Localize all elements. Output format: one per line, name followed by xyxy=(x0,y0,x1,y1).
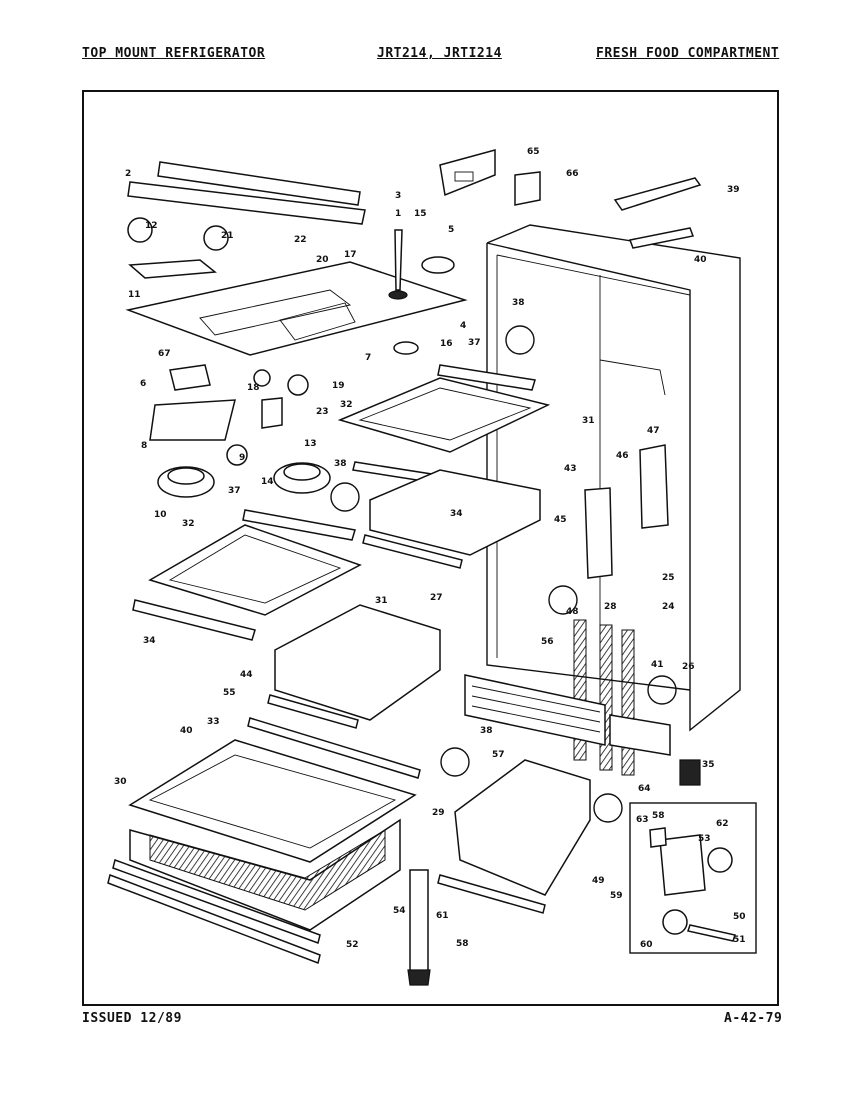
callout-67: 67 xyxy=(158,349,171,359)
callout-40: 40 xyxy=(180,726,193,736)
callout-65: 65 xyxy=(527,147,540,157)
header-model-numbers: JRT214, JRTI214 xyxy=(377,46,502,61)
callout-29: 29 xyxy=(432,808,445,818)
callout-39: 39 xyxy=(727,185,740,195)
callout-28: 28 xyxy=(604,602,617,612)
diagram-frame xyxy=(82,90,779,1006)
callout-21: 21 xyxy=(221,231,234,241)
callout-37: 37 xyxy=(228,486,241,496)
callout-9: 9 xyxy=(239,453,245,463)
callout-34: 34 xyxy=(143,636,156,646)
callout-58: 58 xyxy=(456,939,469,949)
callout-35: 35 xyxy=(702,760,715,770)
callout-66: 66 xyxy=(566,169,579,179)
rails-and-hinges xyxy=(407,444,701,986)
callout-31: 31 xyxy=(375,596,388,606)
callout-17: 17 xyxy=(344,250,357,260)
callout-52: 52 xyxy=(346,940,359,950)
callout-54: 54 xyxy=(393,906,406,916)
callout-63: 63 xyxy=(636,815,649,825)
callout-57: 57 xyxy=(492,750,505,760)
callout-11: 11 xyxy=(128,290,141,300)
callout-47: 47 xyxy=(647,426,660,436)
callout-50: 50 xyxy=(733,912,746,922)
callout-1: 1 xyxy=(395,209,401,219)
callout-53: 53 xyxy=(698,834,711,844)
callout-32: 32 xyxy=(340,400,353,410)
callout-12: 12 xyxy=(145,221,158,231)
callout-18: 18 xyxy=(247,383,260,393)
callout-19: 19 xyxy=(332,381,345,391)
callout-41: 41 xyxy=(651,660,664,670)
callout-40: 40 xyxy=(694,255,707,265)
header-title-left: TOP MOUNT REFRIGERATOR xyxy=(82,46,266,61)
callout-51: 51 xyxy=(733,935,746,945)
callout-3: 3 xyxy=(395,191,401,201)
callout-10: 10 xyxy=(154,510,167,520)
callout-48: 48 xyxy=(566,607,579,617)
callout-14: 14 xyxy=(261,477,274,487)
callout-31: 31 xyxy=(582,416,595,426)
callout-55: 55 xyxy=(223,688,236,698)
callout-15: 15 xyxy=(414,209,427,219)
misc-parts xyxy=(127,149,702,498)
cabinet-liner xyxy=(486,224,741,732)
callout-38: 38 xyxy=(480,726,493,736)
callout-26: 26 xyxy=(682,662,695,672)
callout-25: 25 xyxy=(662,573,675,583)
callout-7: 7 xyxy=(365,353,371,363)
callout-6: 6 xyxy=(140,379,146,389)
header-section-name: FRESH FOOD COMPARTMENT xyxy=(596,46,780,61)
callout-13: 13 xyxy=(304,439,317,449)
callout-5: 5 xyxy=(448,225,454,235)
callout-34: 34 xyxy=(450,509,463,519)
callout-4: 4 xyxy=(460,321,466,331)
callout-45: 45 xyxy=(554,515,567,525)
callout-22: 22 xyxy=(294,235,307,245)
callout-2: 2 xyxy=(125,169,131,179)
callout-44: 44 xyxy=(240,670,253,680)
callout-38: 38 xyxy=(512,298,525,308)
callout-56: 56 xyxy=(541,637,554,647)
callout-46: 46 xyxy=(616,451,629,461)
shelves xyxy=(107,364,551,965)
footer-issue-date: ISSUED 12/89 xyxy=(82,1011,182,1026)
callout-37: 37 xyxy=(468,338,481,348)
callout-64: 64 xyxy=(638,784,651,794)
footer-page-code: A-42-79 xyxy=(724,1011,783,1026)
callout-33: 33 xyxy=(207,717,220,727)
callout-30: 30 xyxy=(114,777,127,787)
callout-23: 23 xyxy=(316,407,329,417)
callout-20: 20 xyxy=(316,255,329,265)
callout-58: 58 xyxy=(652,811,665,821)
callout-32: 32 xyxy=(182,519,195,529)
callout-61: 61 xyxy=(436,911,449,921)
callout-16: 16 xyxy=(440,339,453,349)
callout-59: 59 xyxy=(610,891,623,901)
top-panel xyxy=(125,161,468,356)
callout-62: 62 xyxy=(716,819,729,829)
callout-49: 49 xyxy=(592,876,605,886)
callout-38: 38 xyxy=(334,459,347,469)
callout-27: 27 xyxy=(430,593,443,603)
callout-60: 60 xyxy=(640,940,653,950)
detail-bubbles xyxy=(330,325,677,823)
callout-43: 43 xyxy=(564,464,577,474)
drawers xyxy=(267,469,591,914)
callout-24: 24 xyxy=(662,602,675,612)
hinge-detail-inset xyxy=(629,802,757,954)
callout-8: 8 xyxy=(141,441,147,451)
